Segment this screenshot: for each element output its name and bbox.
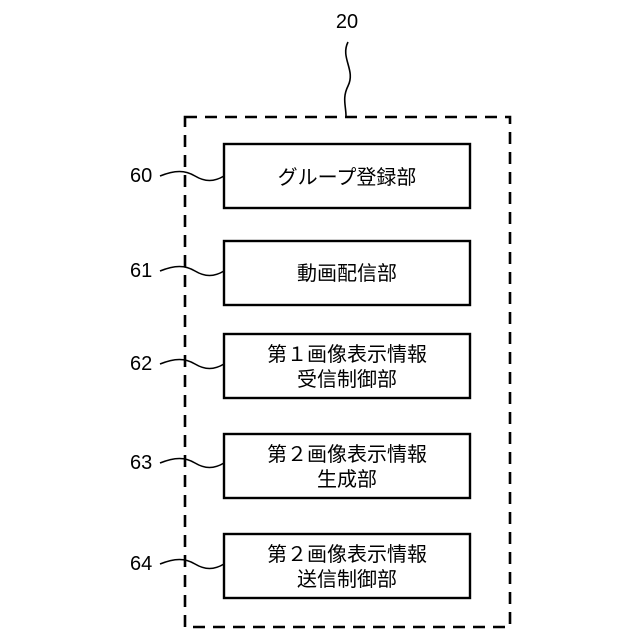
- block-label-line: 受信制御部: [297, 367, 397, 391]
- block-label-line: 第２画像表示情報: [267, 542, 427, 566]
- system-ref-label: 20: [336, 11, 358, 33]
- block-first-image-info-receive-control: 62 第１画像表示情報 受信制御部: [130, 334, 470, 398]
- block-label-line: 生成部: [317, 467, 377, 491]
- block-ref-label: 62: [130, 353, 152, 375]
- block-ref-label: 64: [130, 553, 152, 575]
- block-leader-line: [160, 360, 224, 369]
- block-label-line: 送信制御部: [297, 567, 397, 591]
- block-second-image-info-send-control: 64 第２画像表示情報 送信制御部: [130, 534, 470, 598]
- block-leader-line: [160, 172, 224, 181]
- block-video-distribution: 61 動画配信部: [130, 241, 470, 305]
- block-ref-label: 63: [130, 452, 152, 474]
- block-group-registration: 60 グループ登録部: [130, 144, 470, 208]
- block-label-line: 第１画像表示情報: [267, 342, 427, 366]
- block-ref-label: 61: [130, 260, 152, 282]
- block-leader-line: [160, 267, 224, 276]
- block-ref-label: 60: [130, 165, 152, 187]
- block-second-image-info-generation: 63 第２画像表示情報 生成部: [130, 434, 470, 498]
- block-label-line: 動画配信部: [297, 261, 397, 285]
- block-label-line: 第２画像表示情報: [267, 442, 427, 466]
- system-leader-line: [345, 42, 351, 116]
- block-leader-line: [160, 459, 224, 468]
- block-leader-line: [160, 560, 224, 569]
- block-label-line: グループ登録部: [278, 165, 417, 189]
